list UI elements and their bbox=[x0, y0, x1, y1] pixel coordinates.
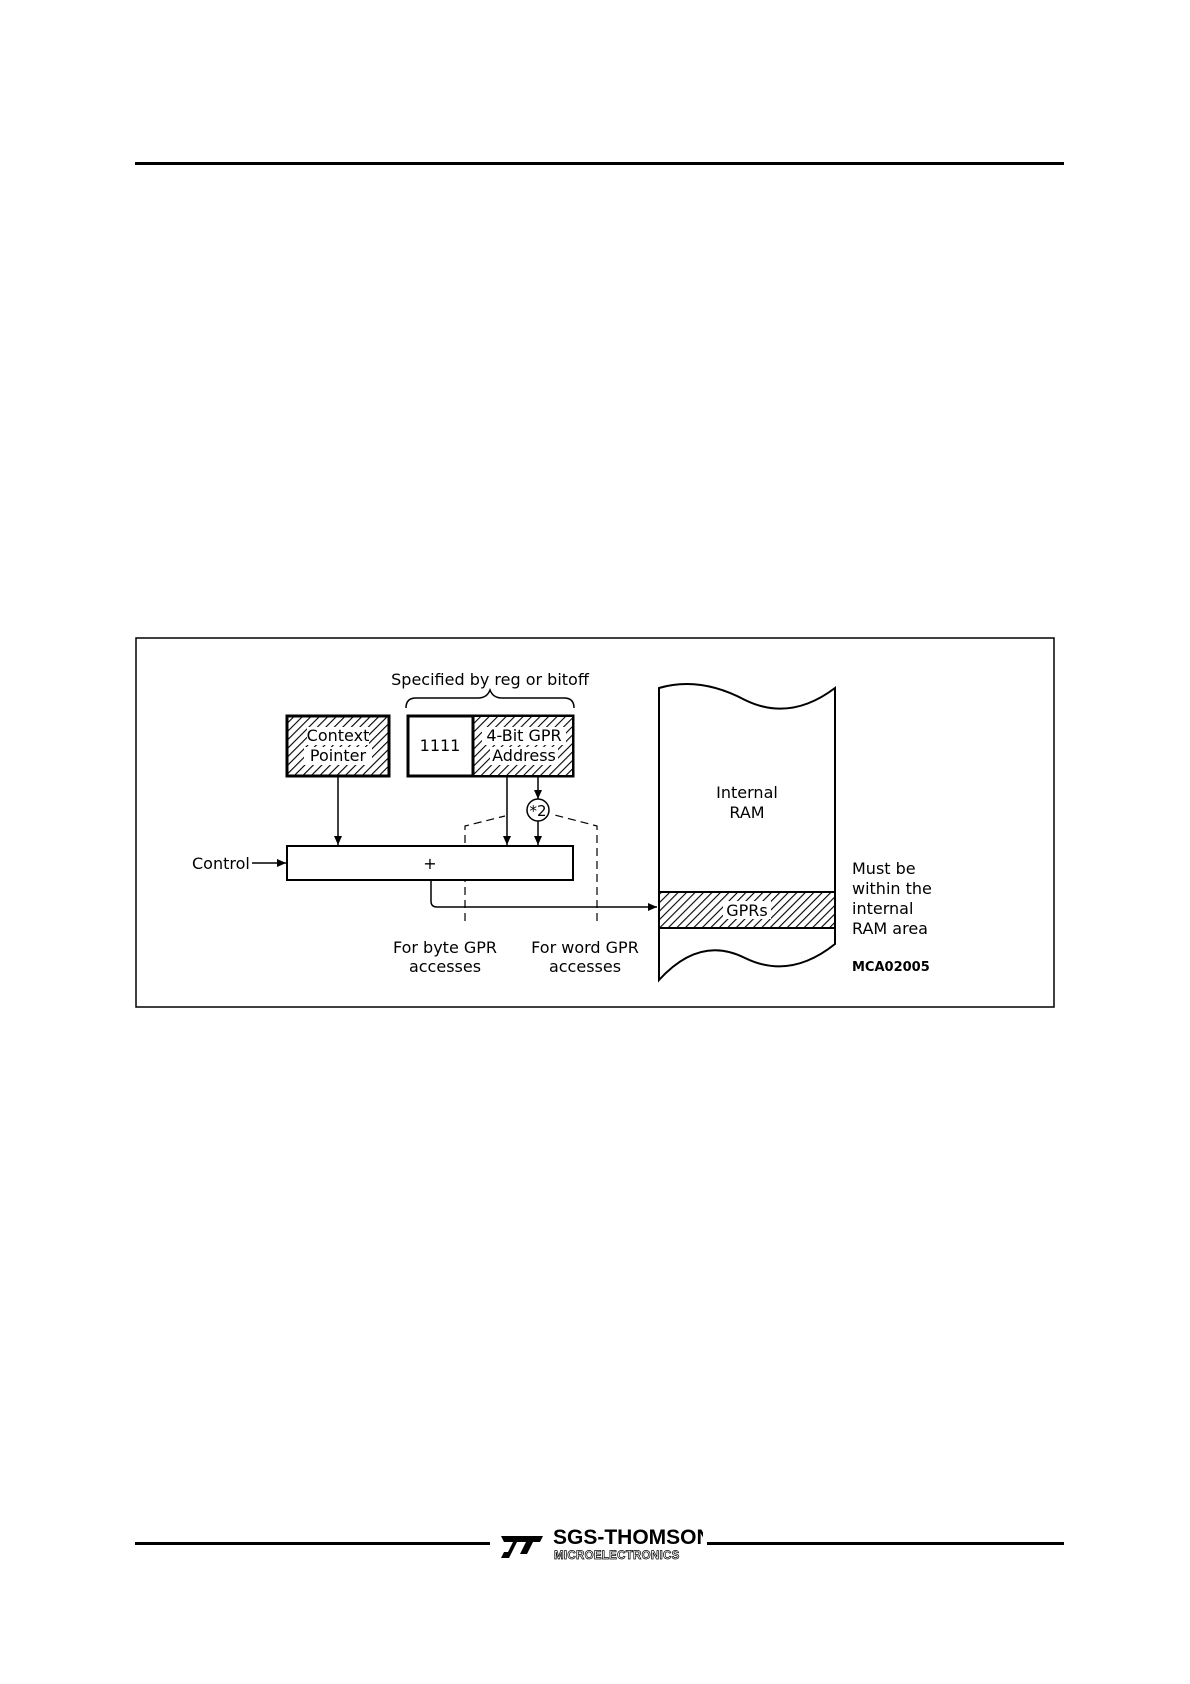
multiplier-label: *2 bbox=[529, 802, 546, 820]
internal-ram-block: GPRs Internal RAM bbox=[658, 683, 836, 983]
gpr-address-line2: Address bbox=[492, 746, 556, 765]
byte-access-line2: accesses bbox=[409, 957, 481, 976]
company-name: SGS-THOMSON bbox=[553, 1526, 703, 1549]
figure-code: MCA02005 bbox=[852, 960, 930, 975]
header-rule bbox=[135, 162, 1064, 165]
adder-symbol: + bbox=[423, 854, 436, 873]
ram-line1: Internal bbox=[716, 783, 778, 802]
context-pointer-line2: Pointer bbox=[310, 746, 367, 765]
gprs-label: GPRs bbox=[726, 901, 768, 920]
byte-access-dashed-line bbox=[464, 815, 506, 921]
word-access-line1: For word GPR bbox=[531, 938, 639, 957]
word-access-dashed-line bbox=[550, 813, 598, 921]
register-addressing-diagram: Specified by reg or bitoff Context Point… bbox=[135, 637, 1055, 1008]
st-logo-mark bbox=[501, 1536, 543, 1558]
ram-line2: RAM bbox=[729, 803, 764, 822]
company-sub: MICROELECTRONICS bbox=[554, 1550, 680, 1562]
footer-rule-left bbox=[135, 1542, 490, 1545]
word-access-line2: accesses bbox=[549, 957, 621, 976]
gpr-register-field: 1111 4-Bit GPR Address bbox=[406, 714, 575, 778]
control-label: Control bbox=[192, 854, 250, 873]
byte-access-line1: For byte GPR bbox=[393, 938, 497, 957]
context-pointer-line1: Context bbox=[307, 726, 370, 745]
note-line2: within the bbox=[852, 879, 932, 898]
adder-to-gprs-arrow bbox=[430, 880, 657, 911]
adder-box bbox=[286, 845, 574, 881]
sgs-thomson-logo: SGS-THOMSON MICROELECTRONICS bbox=[501, 1526, 703, 1562]
context-pointer-box: Context Pointer bbox=[285, 714, 391, 778]
figure-border bbox=[135, 637, 1055, 1008]
footer-rule-right bbox=[707, 1542, 1064, 1545]
gpr-address-line1: 4-Bit GPR bbox=[486, 726, 561, 745]
brace-label: Specified by reg or bitoff bbox=[391, 670, 590, 689]
brace bbox=[405, 687, 575, 709]
note-line3: internal bbox=[852, 899, 913, 918]
fixed-bits-label: 1111 bbox=[420, 736, 461, 755]
note-line1: Must be bbox=[852, 859, 916, 878]
note-line4: RAM area bbox=[852, 919, 928, 938]
